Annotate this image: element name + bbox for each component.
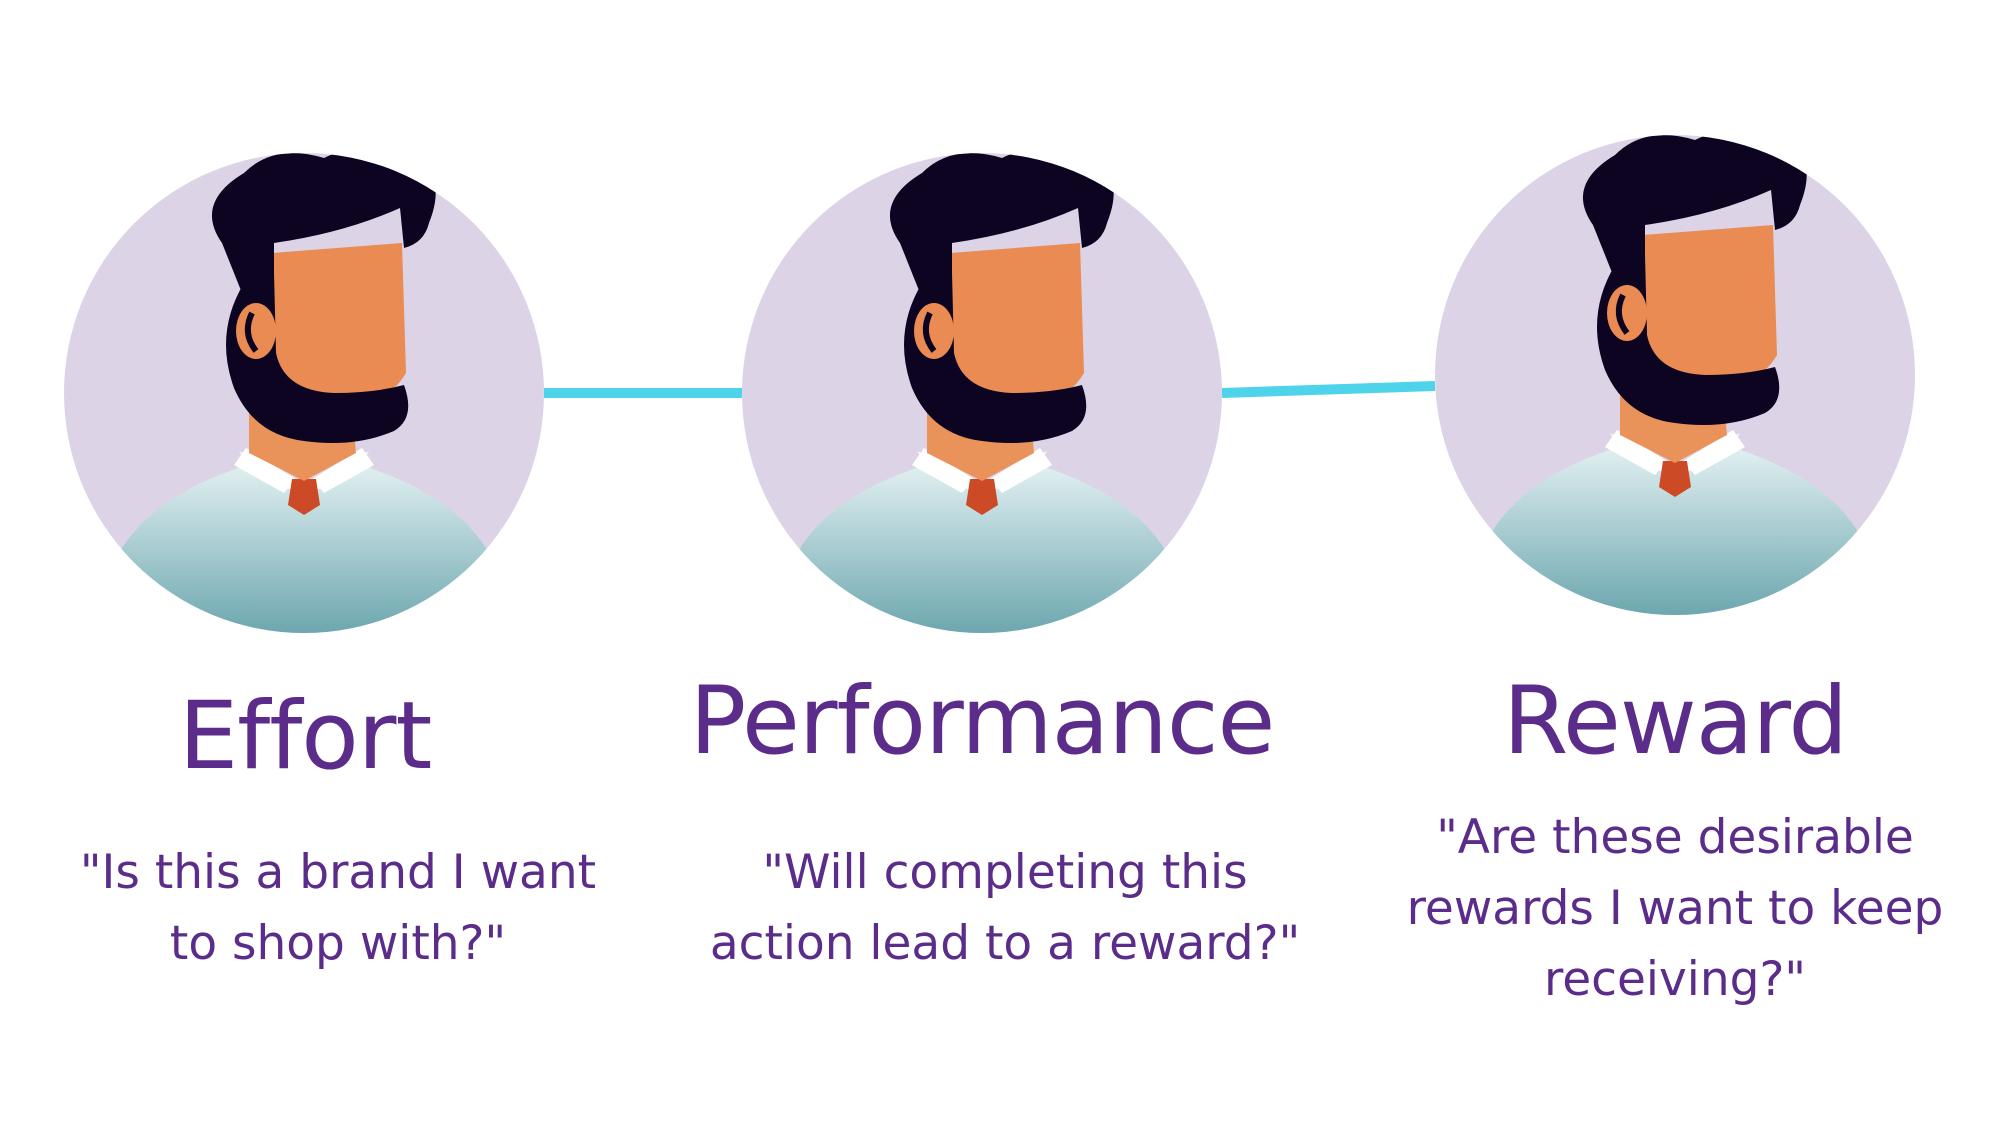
quote-line: to shop with?" (169, 916, 507, 971)
stage-quote-performance: "Will completing this action lead to a r… (705, 837, 1305, 979)
stage-quote-reward: "Are these desirable rewards I want to k… (1375, 802, 1975, 1015)
quote-line: "Is this a brand I want (79, 845, 597, 900)
stage-title-performance: Performance (689, 667, 1276, 776)
quote-line: "Will completing this (762, 845, 1248, 900)
stage-quote-effort: "Is this a brand I want to shop with?" (38, 837, 638, 979)
quote-line: rewards I want to keep (1406, 881, 1944, 936)
person-avatar-icon (797, 153, 1167, 633)
quote-line: action lead to a reward?" (709, 916, 1301, 971)
quote-line: receiving?" (1543, 952, 1807, 1007)
stage-title-effort: Effort (178, 682, 433, 791)
avatar-reward (1435, 135, 1915, 615)
connector-line-2 (1221, 381, 1436, 398)
avatar-effort (64, 153, 544, 633)
person-avatar-icon (119, 153, 489, 633)
avatar-performance (742, 153, 1222, 633)
person-avatar-icon (1490, 135, 1860, 615)
stage-title-reward: Reward (1502, 667, 1848, 776)
quote-line: "Are these desirable (1436, 810, 1914, 865)
